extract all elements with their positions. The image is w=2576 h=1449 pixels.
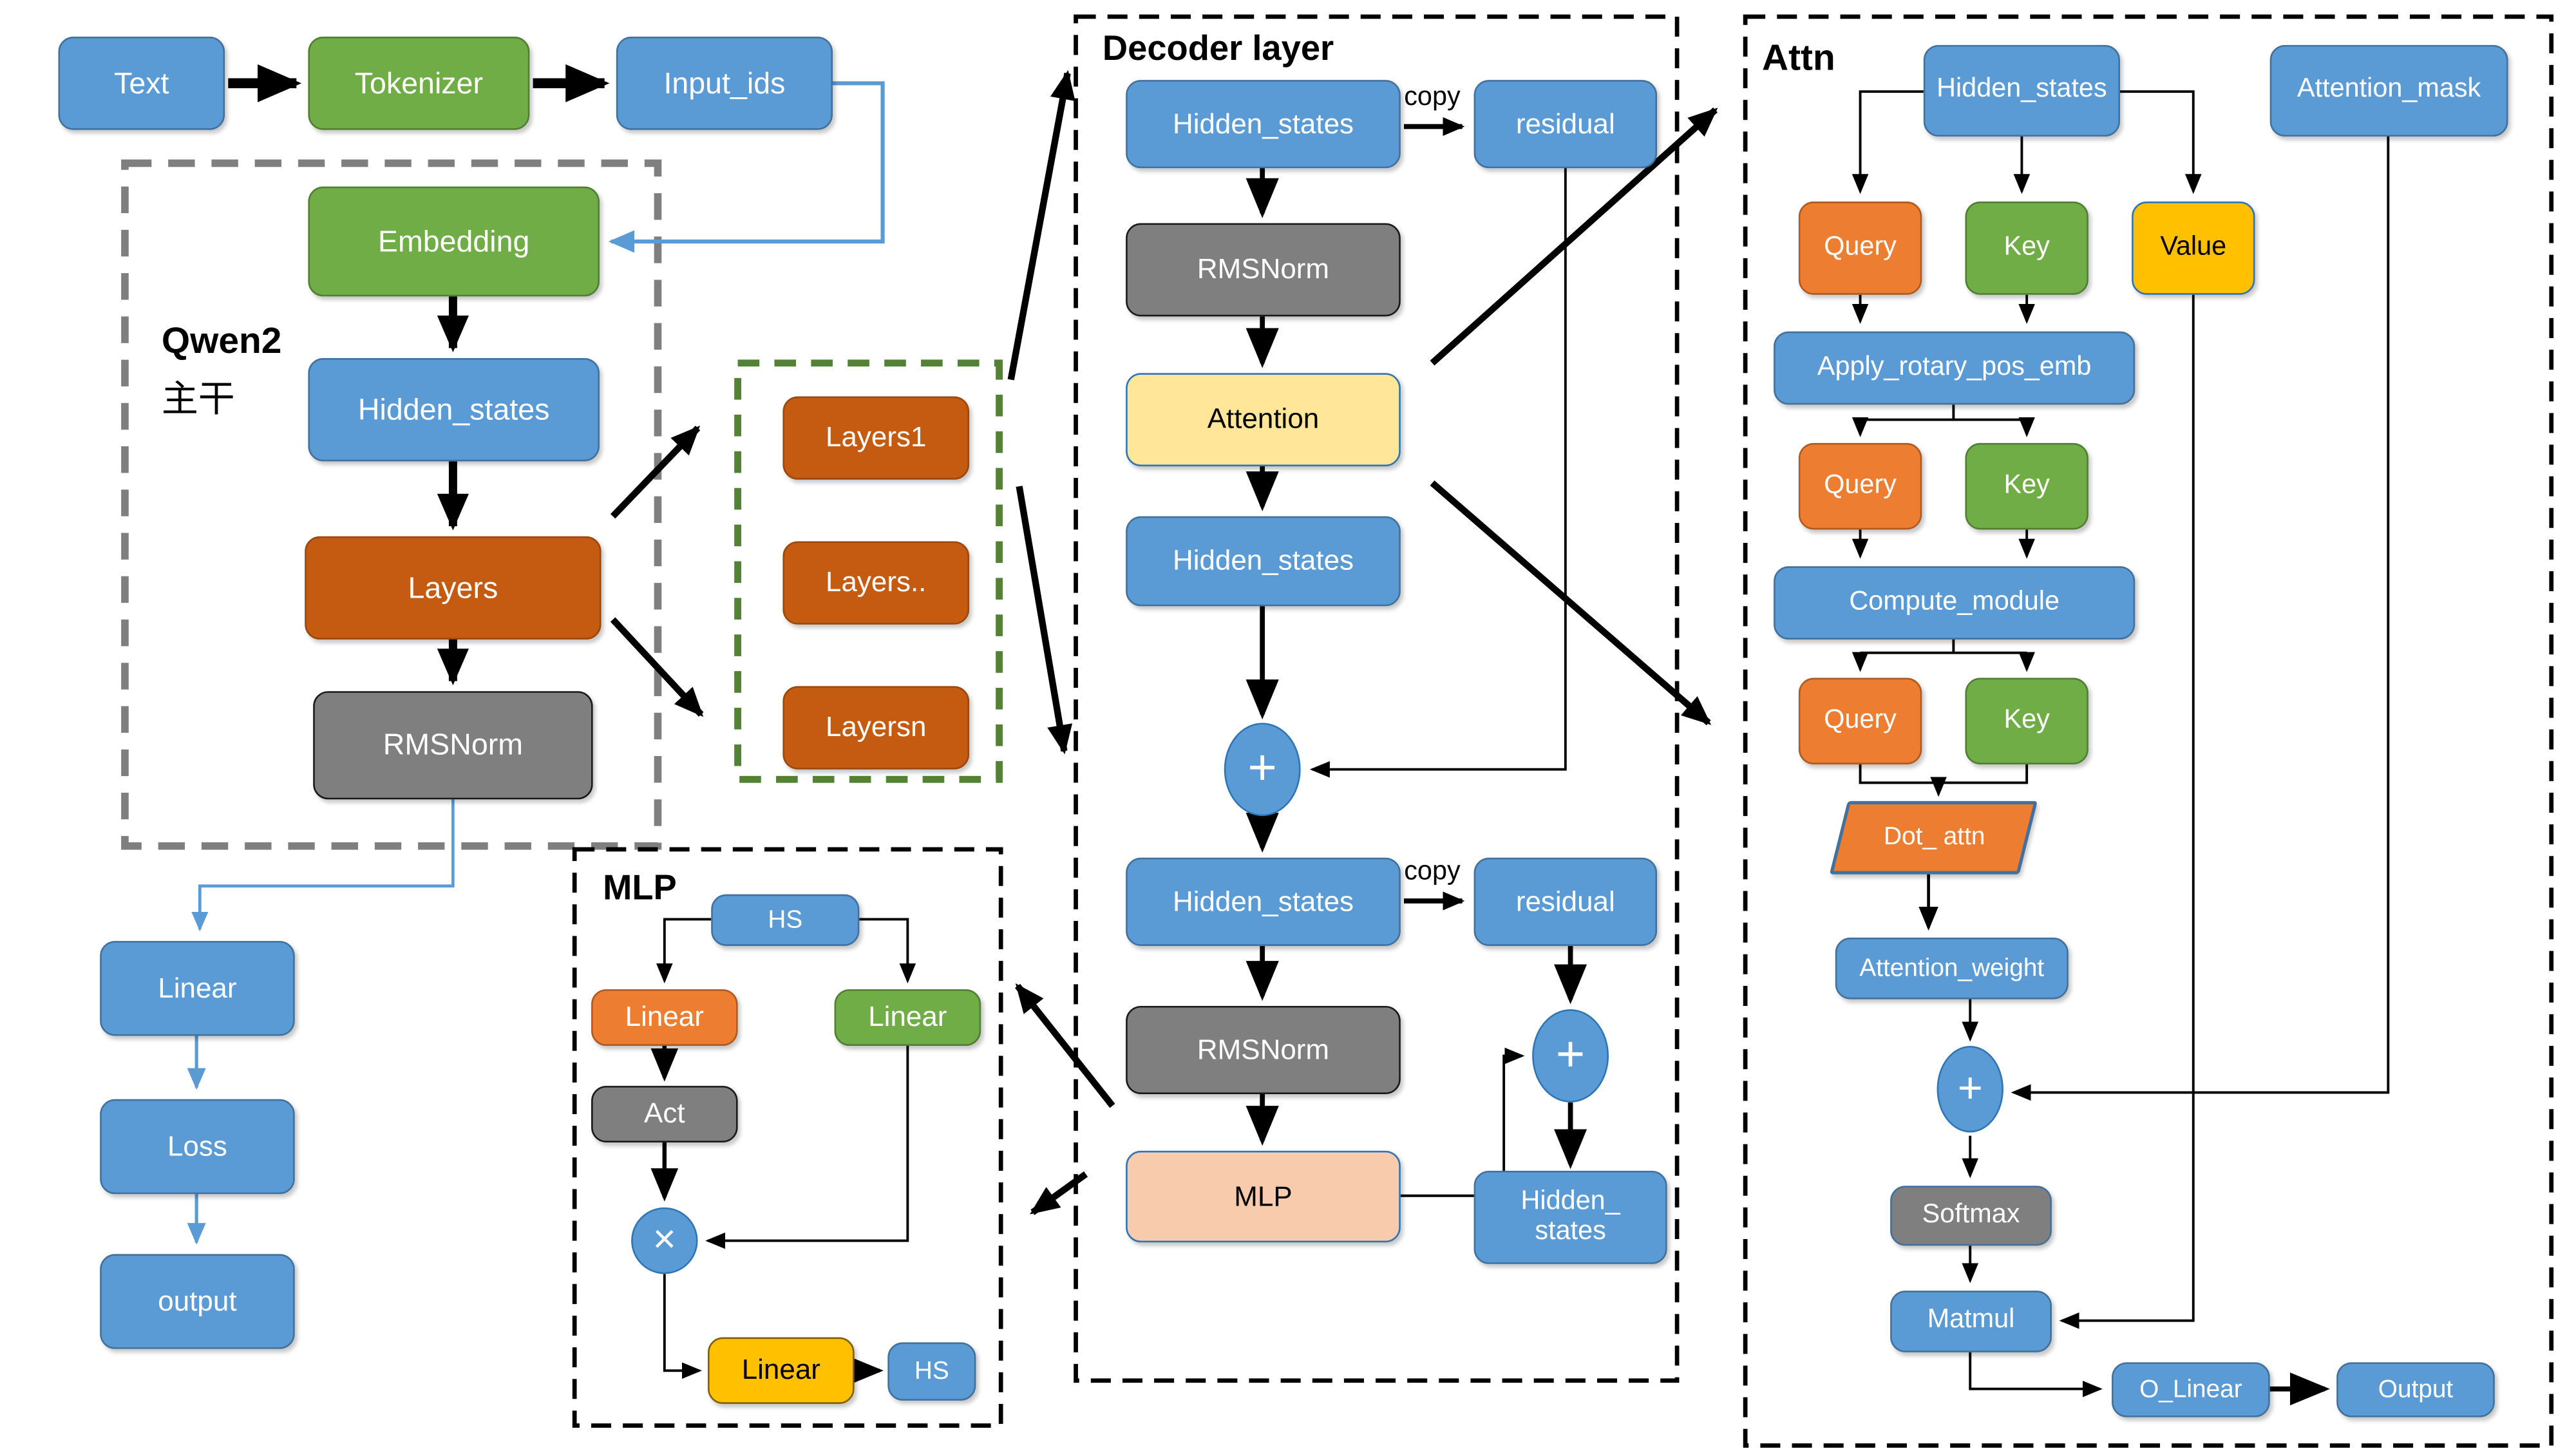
node-dot-attn: Dot_ attn — [1829, 800, 2038, 875]
attn-title: Attn — [1761, 36, 1835, 79]
node-decoder-hidden-states-mid: Hidden_states — [1126, 516, 1401, 607]
qwen2-title: Qwen2 — [161, 319, 282, 362]
node-tokenizer: Tokenizer — [308, 36, 530, 130]
arrow-layers-stack-bottom — [610, 617, 704, 717]
wire-mask-plus3 — [2011, 137, 2390, 1101]
node-output: output — [100, 1254, 295, 1349]
arrow-stack-decoder-top — [1007, 70, 1075, 381]
wire-linearup-multiply — [705, 1046, 909, 1249]
wire-ahs-query1 — [1852, 90, 1924, 194]
arrow-decoder-mlpbox-top — [1014, 983, 1115, 1108]
wire-query3-key3-join — [1859, 764, 2029, 784]
copy-label-1: copy — [1404, 83, 1461, 112]
node-decoder-hidden-states-in: Hidden_states — [1126, 80, 1401, 169]
arrow-attention-attnbox-bottom — [1430, 480, 1712, 726]
node-mlp-multiply: × — [631, 1207, 698, 1274]
node-mlp-act: Act — [591, 1086, 738, 1142]
hidden-states-out-line2: states — [1535, 1217, 1606, 1246]
wire-ahs-value — [2119, 90, 2202, 194]
wire-residual1-plus1 — [1309, 168, 1567, 778]
node-attn-query-2: Query — [1798, 442, 1922, 530]
node-attn-key-2: Key — [1965, 442, 2088, 530]
arrow-stack-decoder-bottom — [1016, 486, 1073, 755]
node-attn-key-3: Key — [1965, 677, 2088, 764]
wire-matmul-olinear — [1969, 1352, 2103, 1397]
mlp-frame — [572, 847, 1003, 1428]
node-decoder-hidden-states-post: Hidden_states — [1126, 857, 1401, 946]
node-residual-1: residual — [1473, 80, 1658, 169]
wire-mlp-plus2 — [1400, 1047, 1525, 1197]
node-matmul: Matmul — [1890, 1291, 2052, 1352]
mlp-title: MLP — [603, 869, 677, 908]
decoder-title: Decoder layer — [1102, 30, 1334, 69]
node-decoder-mlp: MLP — [1126, 1150, 1401, 1243]
layers-stack-frame — [734, 359, 1003, 783]
wire-value-matmul — [2059, 294, 2195, 1329]
node-mlp-linear-gate: Linear — [591, 989, 738, 1046]
node-qwen2-hidden-states: Hidden_states — [308, 357, 600, 462]
node-plus-1: + — [1224, 723, 1301, 817]
node-text: Text — [58, 36, 225, 130]
node-mlp-hs-in: HS — [711, 894, 860, 946]
node-attn-output: Output — [2336, 1362, 2495, 1417]
node-softmax: Softmax — [1890, 1186, 2052, 1246]
dot-attn-label: Dot_ attn — [1882, 823, 1985, 852]
wire-multiply-lineardown — [663, 1274, 702, 1379]
wire-rmsnorm-linear — [191, 799, 455, 932]
node-decoder-rmsnorm-2: RMSNorm — [1126, 1005, 1401, 1095]
qwen2-frame — [121, 159, 662, 850]
node-attn-query-1: Query — [1798, 201, 1922, 295]
node-qwen2-rmsnorm: RMSNorm — [313, 691, 593, 800]
node-mlp-hs-out: HS — [887, 1342, 976, 1401]
hidden-states-out-line1: Hidden_ — [1520, 1186, 1620, 1215]
node-layers1: Layers1 — [782, 396, 970, 480]
node-attn-key-1: Key — [1965, 201, 2088, 295]
node-decoder-attention: Attention — [1126, 373, 1401, 467]
node-mlp-linear-up: Linear — [834, 989, 981, 1046]
node-attn-hidden-states: Hidden_states — [1923, 44, 2120, 137]
attn-frame — [1743, 14, 2554, 1448]
arrow-layers-stack-top — [610, 425, 701, 519]
node-attention-mask: Attention_mask — [2269, 44, 2508, 137]
node-rotary-pos-emb: Apply_rotary_pos_emb — [1774, 331, 2136, 405]
arrow-decoder-mlpbox-bottom — [1030, 1171, 1088, 1215]
node-residual-2: residual — [1473, 857, 1658, 946]
wire-inputids-embedding — [608, 81, 885, 253]
wire-mhs-linearup — [859, 918, 916, 984]
node-layersn: Layersn — [782, 686, 970, 770]
node-embedding: Embedding — [308, 186, 600, 297]
node-lm-linear: Linear — [100, 941, 295, 1036]
node-o-linear: O_Linear — [2112, 1362, 2270, 1417]
arrow-attention-attnbox-top — [1430, 107, 1718, 366]
node-attention-weight: Attention_weight — [1835, 937, 2069, 999]
copy-label-2: copy — [1404, 857, 1461, 886]
wire-rope-split — [1860, 404, 2027, 421]
node-decoder-rmsnorm-1: RMSNorm — [1126, 223, 1401, 317]
node-plus-3: + — [1937, 1046, 2003, 1133]
node-input-ids: Input_ids — [616, 36, 833, 130]
wire-compute-split — [1860, 639, 2027, 654]
node-layers: Layers — [305, 536, 601, 640]
node-attn-value: Value — [2132, 201, 2255, 295]
node-plus-2: + — [1532, 1009, 1609, 1103]
qwen2-subtitle: 主干 — [161, 378, 235, 420]
node-layers-mid: Layers.. — [782, 541, 970, 625]
wire-mhs-lineargate — [656, 918, 712, 984]
node-loss: Loss — [100, 1099, 295, 1195]
node-attn-query-3: Query — [1798, 677, 1922, 764]
node-mlp-linear-down: Linear — [708, 1337, 855, 1404]
node-compute-module: Compute_module — [1774, 566, 2136, 640]
node-decoder-hidden-states-out: Hidden_ states — [1473, 1170, 1667, 1264]
